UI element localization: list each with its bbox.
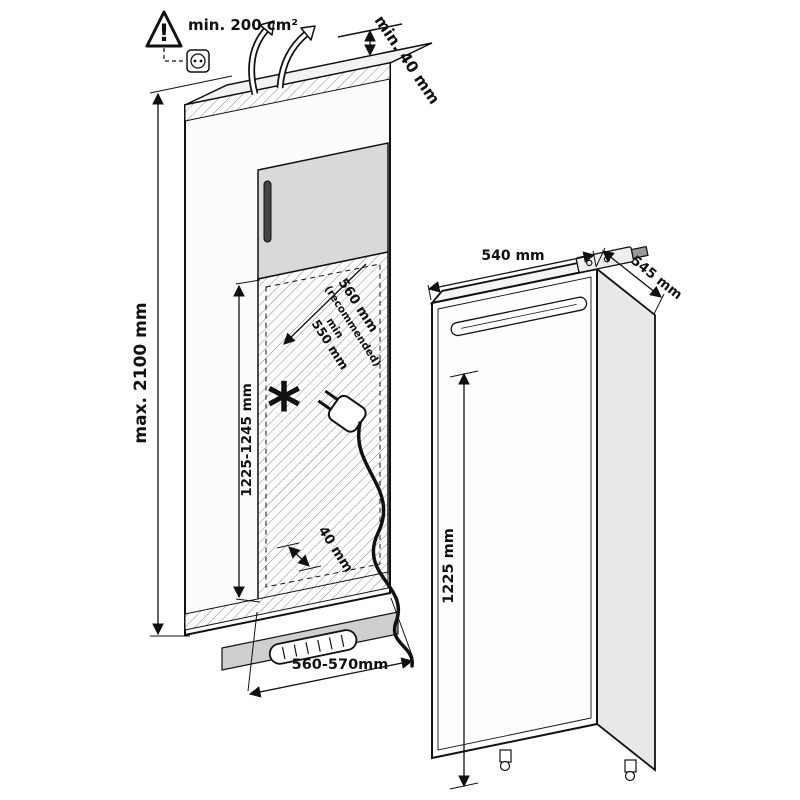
cabinet [184, 42, 433, 671]
vent-grille-icon [268, 629, 358, 665]
foot-rear-icon [624, 759, 637, 782]
niche-width-label: 560-570mm [292, 657, 389, 673]
appliance [429, 245, 656, 782]
dimension-niche-width: 560-570mm [247, 597, 414, 698]
power-cable [356, 421, 414, 668]
power-plug-icon [317, 389, 414, 668]
vent-area-label: min. 200 cm² [188, 16, 298, 34]
cabinet-bottom-panel-section [184, 571, 389, 631]
appliance-door [431, 267, 598, 760]
cabinet-top-panel-section [184, 62, 391, 122]
niche-height-label: 1225-1245 mm [239, 383, 255, 497]
dimension-appliance-height: 1225 mm [441, 370, 479, 790]
dimension-max-height: max. 2100 mm [131, 75, 233, 637]
asterisk-footnote-mark: * [267, 369, 302, 446]
niche-clearance-outline [265, 263, 381, 588]
door-handle [263, 180, 272, 243]
appliance-height-label: 1225 mm [441, 528, 457, 604]
dimension-appliance-width: 540 mm [427, 248, 597, 301]
warning-icon: ! [145, 10, 185, 62]
foot-front-icon [499, 749, 512, 772]
warning-exclamation: ! [159, 19, 170, 47]
power-outlet-icon [186, 49, 210, 73]
dimension-niche-height: 1225-1245 mm [233, 279, 261, 603]
appliance-side-face [596, 267, 656, 772]
max-height-label: max. 2100 mm [131, 302, 151, 443]
airflow-arrows-icon [248, 20, 316, 95]
appliance-width-label: 540 mm [481, 248, 544, 264]
door-vent-slot [450, 296, 588, 337]
